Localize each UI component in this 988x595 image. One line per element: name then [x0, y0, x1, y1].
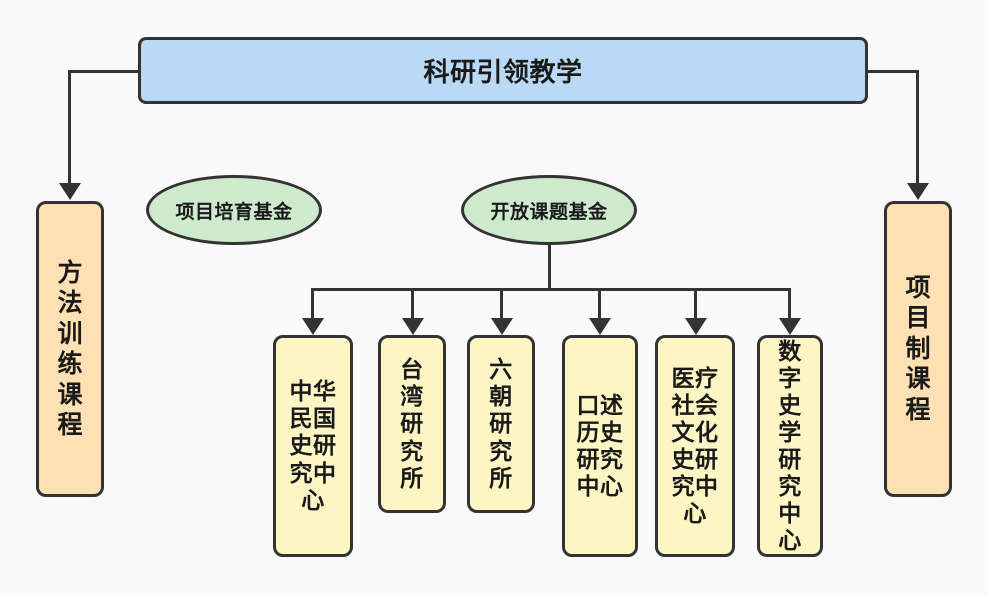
- edge-bus-drop-3: [500, 288, 503, 320]
- node-institute-oral-history[interactable]: 口述历史研究中心: [562, 335, 638, 557]
- node-institute-digital-history-label: 数字史学研究中心: [778, 337, 802, 554]
- node-project-based-course-label: 项目制课程: [905, 273, 932, 424]
- node-method-training-course[interactable]: 方法训练课程: [36, 201, 104, 497]
- arrow-to-left-course: [58, 183, 81, 200]
- edge-fund-stem: [548, 240, 551, 290]
- node-open-topic-fund-label: 开放课题基金: [490, 201, 608, 223]
- node-institute-medical-social-culture-history-label: 医疗社会文化史研究中心: [671, 364, 719, 527]
- arrow-to-institute-1: [302, 318, 324, 335]
- edge-bus-drop-5: [694, 288, 697, 320]
- node-open-topic-fund[interactable]: 开放课题基金: [461, 175, 637, 245]
- arrow-to-institute-5: [685, 318, 707, 335]
- arrow-to-institute-4: [589, 318, 611, 335]
- node-institute-roc-history-label: 中华民国史研究中心: [289, 378, 337, 513]
- edge-institutes-bus: [311, 288, 791, 291]
- node-method-training-course-label: 方法训练课程: [57, 258, 84, 440]
- node-institute-oral-history-label: 口述历史研究中心: [576, 391, 624, 500]
- edge-title-to-right-vertical: [916, 70, 919, 185]
- node-project-incubation-fund-label: 项目培育基金: [175, 201, 293, 223]
- node-institute-taiwan-studies[interactable]: 台湾研究所: [378, 335, 446, 513]
- arrow-to-institute-3: [491, 318, 513, 335]
- arrow-to-institute-6: [779, 318, 801, 335]
- node-institute-digital-history[interactable]: 数字史学研究中心: [757, 335, 823, 557]
- edge-bus-drop-4: [598, 288, 601, 320]
- edge-bus-drop-2: [411, 288, 414, 320]
- node-institute-roc-history[interactable]: 中华民国史研究中心: [273, 335, 353, 557]
- edge-title-to-left-horizontal: [68, 70, 140, 73]
- node-project-based-course[interactable]: 项目制课程: [884, 201, 952, 497]
- arrow-to-institute-2: [402, 318, 424, 335]
- edge-bus-drop-6: [788, 288, 791, 320]
- node-institute-six-dynasties[interactable]: 六朝研究所: [467, 335, 535, 513]
- edge-title-to-right-horizontal: [866, 70, 919, 73]
- edge-bus-drop-1: [311, 288, 314, 320]
- node-title-label: 科研引领教学: [423, 57, 583, 87]
- node-project-incubation-fund[interactable]: 项目培育基金: [146, 175, 322, 245]
- arrow-to-right-course: [906, 183, 929, 200]
- node-title-research-leads-teaching[interactable]: 科研引领教学: [138, 37, 868, 104]
- node-institute-medical-social-culture-history[interactable]: 医疗社会文化史研究中心: [655, 335, 735, 557]
- node-institute-taiwan-studies-label: 台湾研究所: [400, 356, 424, 491]
- edge-title-to-left-vertical: [68, 70, 71, 185]
- node-institute-six-dynasties-label: 六朝研究所: [489, 356, 513, 491]
